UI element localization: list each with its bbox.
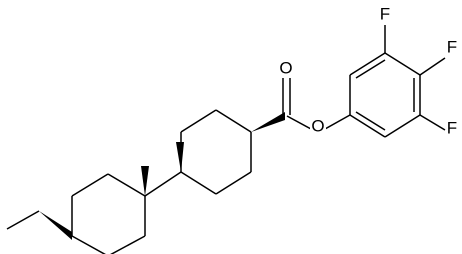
o-ester-bg (310, 118, 326, 136)
bond-aryl-2 (349, 52, 386, 76)
fluorine-right-label: F (447, 37, 457, 56)
hashed-wedge-ethyl (39, 211, 72, 240)
cyclohexane-ring-upper (180, 109, 252, 195)
bond-upper-ring-1 (180, 171, 217, 195)
bond-o-aryl (324, 114, 351, 130)
wedge-ring-link-upper (176, 142, 184, 172)
bond-upper-ring-5 (180, 109, 217, 133)
ester-oxygen-label: O (311, 116, 324, 135)
bond-aryl-double-1 (355, 59, 386, 79)
bond-aryl-5 (384, 114, 421, 138)
hashed-wedge-carboxyl (251, 112, 285, 132)
bond-lower-ring-2 (110, 235, 146, 254)
bond-upper-ring-4 (215, 109, 252, 133)
bond-lower-ring-1 (71, 235, 106, 254)
fluorine-bottom-label: F (447, 118, 457, 137)
bond-lower-ring-5 (71, 173, 109, 197)
bond-ring-link (144, 171, 182, 197)
o-carbonyl-bg (278, 60, 294, 78)
bond-c-f-bottom (419, 114, 446, 131)
wedge-ring-link-lower (141, 166, 149, 196)
carbonyl-oxygen-label: O (279, 58, 292, 77)
cyclohexane-ring-lower (71, 173, 146, 254)
bond-lower-ring-4 (107, 173, 146, 197)
ethyl-group (6, 210, 72, 240)
ester-group: O O (278, 58, 351, 136)
bond-aryl-3 (384, 52, 421, 76)
trifluorophenyl-ring: F F F (349, 4, 457, 138)
fluorine-top-label: F (380, 4, 390, 23)
bond-ethyl-ch3-ch2 (6, 210, 40, 230)
bond-upper-ring-2 (215, 171, 252, 195)
bond-aryl-6 (349, 114, 386, 138)
bond-c-f-right (419, 57, 446, 76)
bond-c-o-single (286, 115, 312, 130)
bond-aryl-double-3 (355, 111, 386, 131)
